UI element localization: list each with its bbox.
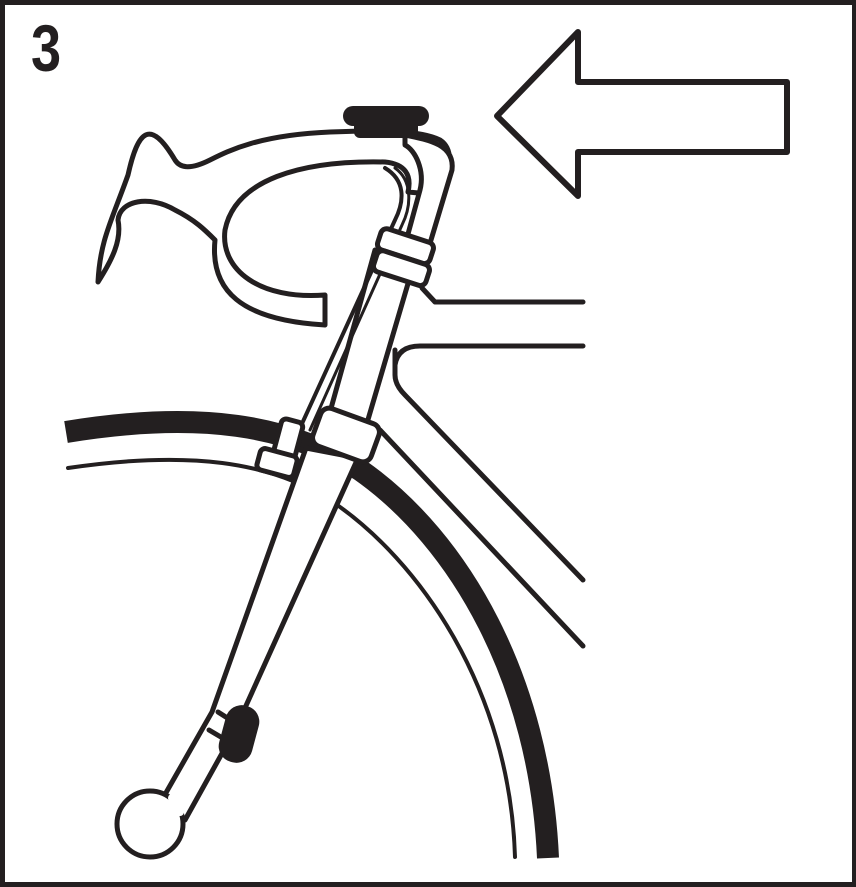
headset-cap-base [354, 120, 418, 138]
fork-pad [218, 705, 260, 763]
step-number: 3 [31, 11, 62, 85]
brake-cable [298, 166, 404, 430]
down-tube [392, 347, 586, 583]
down-tube-lower [377, 427, 586, 649]
fork-blade [152, 445, 361, 823]
arrow-left-icon [494, 29, 790, 199]
brake-cable-inner [308, 166, 411, 432]
top-tube-bottom [392, 343, 586, 368]
axle-dropout [114, 788, 186, 860]
brake-caliper-block [254, 446, 300, 480]
rim [66, 457, 517, 859]
tire [64, 411, 559, 859]
fork-tip [168, 794, 184, 816]
fork-crown [310, 405, 382, 465]
top-tube-top [419, 285, 586, 305]
headset-ring-lower [370, 248, 432, 289]
